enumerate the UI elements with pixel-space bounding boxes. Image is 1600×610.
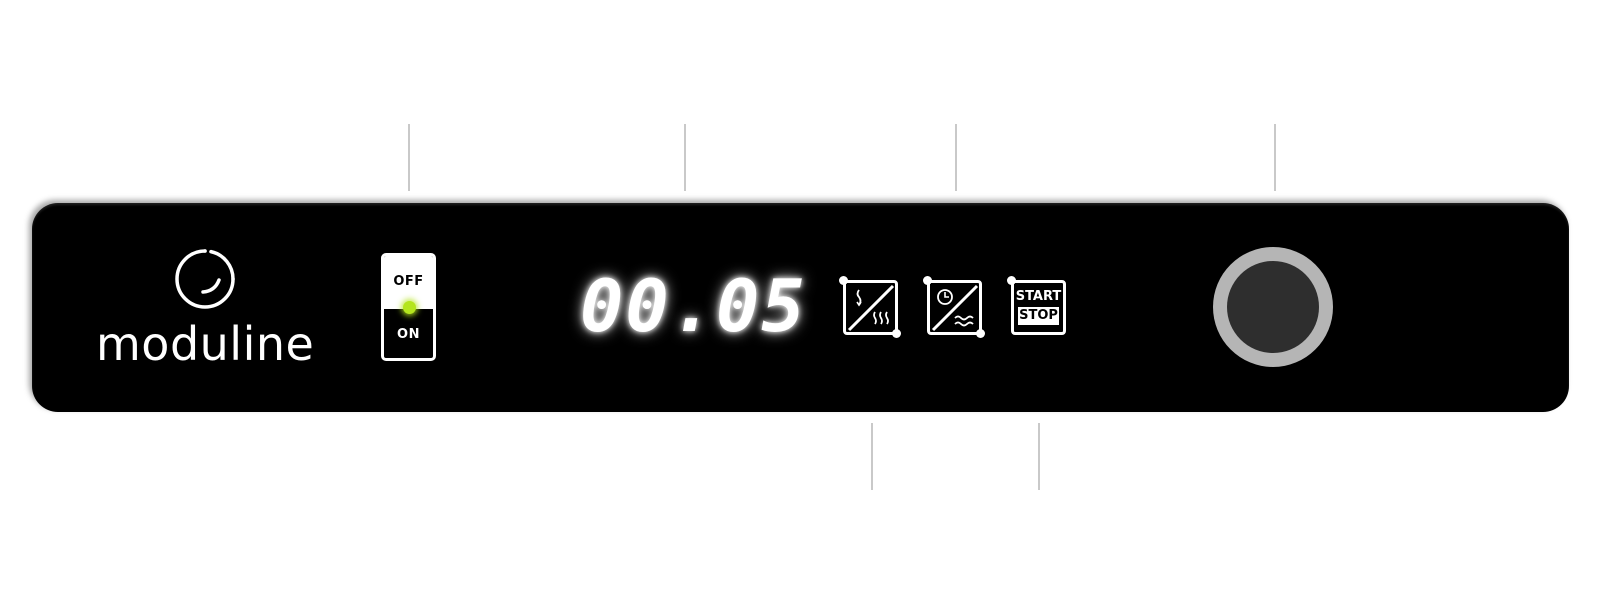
leader-line-knob	[1274, 124, 1276, 191]
power-indicator-led	[403, 301, 416, 314]
power-switch-off-label: OFF	[393, 274, 424, 289]
brand-name: moduline	[96, 317, 315, 371]
leader-line-display	[684, 124, 686, 191]
heat-toggle-icon	[847, 284, 895, 332]
timer-toggle-button[interactable]	[927, 280, 982, 335]
power-switch[interactable]: OFF ON	[381, 253, 436, 361]
start-stop-button[interactable]: START STOP	[1011, 280, 1066, 335]
timer-toggle-icon	[931, 284, 979, 332]
start-label: START	[1015, 289, 1062, 304]
start-stop-button-corner-dot	[1007, 276, 1016, 285]
leader-line-power-switch	[408, 124, 410, 191]
moduline-logo-icon	[175, 249, 235, 309]
power-switch-off-half	[384, 256, 433, 309]
leader-line-timer-button	[955, 124, 957, 191]
heat-button-corner-dot	[892, 329, 901, 338]
timer-display: 00.05	[580, 264, 807, 348]
timer-button-corner-dot	[976, 329, 985, 338]
power-switch-on-label: ON	[397, 327, 420, 342]
timer-button-corner-dot	[923, 276, 932, 285]
rotary-knob-cap	[1227, 261, 1319, 353]
heat-button-corner-dot	[839, 276, 848, 285]
heat-toggle-button[interactable]	[843, 280, 898, 335]
rotary-knob[interactable]	[1213, 247, 1333, 367]
stop-label: STOP	[1018, 307, 1059, 325]
leader-line-start-stop-button	[1038, 423, 1040, 490]
leader-line-heat-button	[871, 423, 873, 490]
